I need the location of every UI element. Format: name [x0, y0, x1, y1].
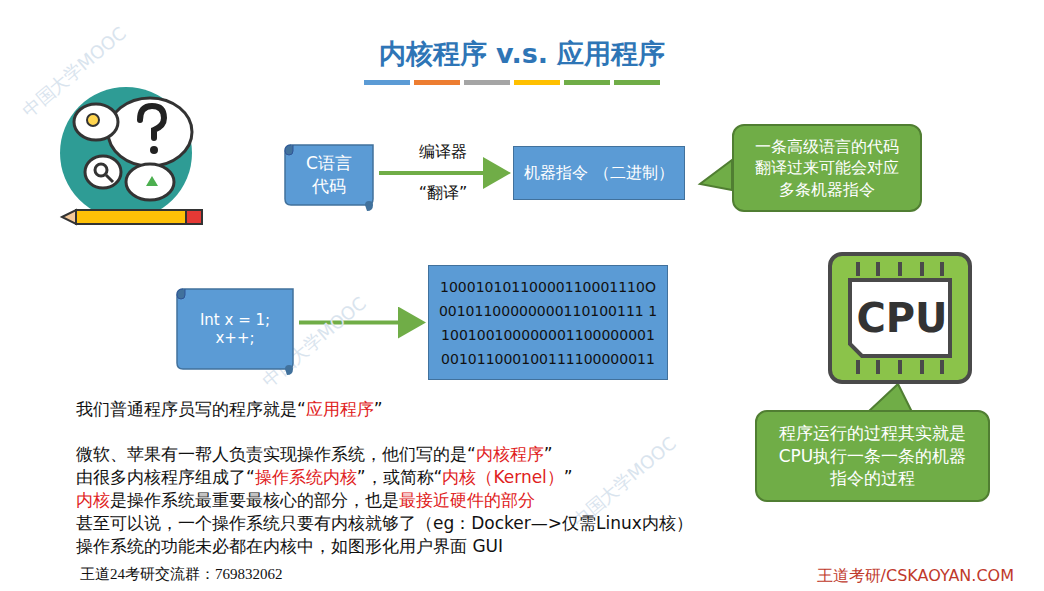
body-text: ” [544, 444, 553, 464]
body-text-line: 甚至可以说，一个操作系统只要有内核就够了（eg：Docker—>仅需Linux内… [76, 512, 693, 535]
body-text: 我们普通程序员写的程序就是“ [76, 399, 306, 419]
body-text: 微软、苹果有一帮人负责实现操作系统，他们写的是“ [76, 444, 476, 464]
body-text: ” [564, 467, 573, 487]
edge-note: “翻译” [419, 183, 468, 204]
node-text: Int x = 1; x++; [189, 311, 281, 347]
callout-pointer [868, 384, 912, 412]
cpu-icon [830, 254, 970, 382]
highlight-text: 最接近硬件的部分 [399, 490, 535, 510]
body-text: 是操作系统最重要最核心的部分，也是 [110, 490, 399, 510]
scroll-shape [283, 139, 375, 211]
code-scroll: C语言 代码 [283, 139, 375, 211]
body-text: ”，或简称“ [357, 467, 443, 487]
body-text: 操作系统的功能未必都在内核中，如图形化用户界面 GUI [76, 536, 503, 556]
body-text-line: 我们普通程序员写的程序就是“应用程序” [76, 398, 383, 421]
body-text: ” [374, 399, 383, 419]
callout-box: 程序运行的过程其实就是CPU执行一条一条的机器指令的过程 [755, 410, 990, 502]
body-text: 由很多内核程序组成了“ [76, 467, 255, 487]
highlight-text: 应用程序 [306, 399, 374, 419]
process-box: 机器指令 （二进制） [513, 146, 685, 200]
node-text: 100100100000001100000001 [441, 323, 655, 347]
node-text: 机器指令 （二进制） [524, 163, 673, 184]
highlight-text: 内核 [76, 490, 110, 510]
highlight-text: 内核程序 [476, 444, 544, 464]
node-text: 00101100000000110100111 1 [439, 299, 657, 323]
edge-label: 编译器 [419, 142, 467, 163]
binary-box: 10001010110000110001110O0010110000000011… [428, 265, 668, 380]
body-text-line: 微软、苹果有一帮人负责实现操作系统，他们写的是“内核程序” [76, 443, 553, 466]
node-text: 一条高级语言的代码翻译过来可能会对应多条机器指令 [748, 136, 906, 201]
node-text: 10001010110000110001110O [440, 275, 656, 299]
node-text: C语言 代码 [297, 152, 361, 198]
thinking-illustration [60, 87, 202, 224]
highlight-text: 操作系统内核 [255, 467, 357, 487]
code-scroll: Int x = 1; x++; [175, 283, 295, 375]
arrow-connector [379, 171, 507, 175]
body-text-line: 内核是操作系统最重要最核心的部分，也是最接近硬件的部分 [76, 489, 535, 512]
node-text: 001011000100111100000011 [441, 347, 655, 371]
node-text: 程序运行的过程其实就是CPU执行一条一条的机器指令的过程 [771, 422, 974, 491]
body-text-line: 操作系统的功能未必都在内核中，如图形化用户界面 GUI [76, 535, 503, 558]
callout-box: 一条高级语言的代码翻译过来可能会对应多条机器指令 [732, 124, 922, 212]
cpu-label: CPU [856, 295, 947, 341]
body-text-line: 由很多内核程序组成了“操作系统内核”，或简称“内核（Kernel）” [76, 466, 573, 489]
callout-pointer [700, 160, 732, 190]
title-bars [364, 80, 660, 85]
highlight-text: 内核（Kernel） [442, 467, 563, 487]
body-text: 甚至可以说，一个操作系统只要有内核就够了（eg：Docker—>仅需Linux内… [76, 513, 693, 533]
footer-text: 王道24考研交流群：769832062 [80, 565, 283, 584]
slide-title: 内核程序 v.s. 应用程序 [0, 36, 1044, 72]
footer-brand: 王道考研/CSKAOYAN.COM [817, 566, 1014, 587]
